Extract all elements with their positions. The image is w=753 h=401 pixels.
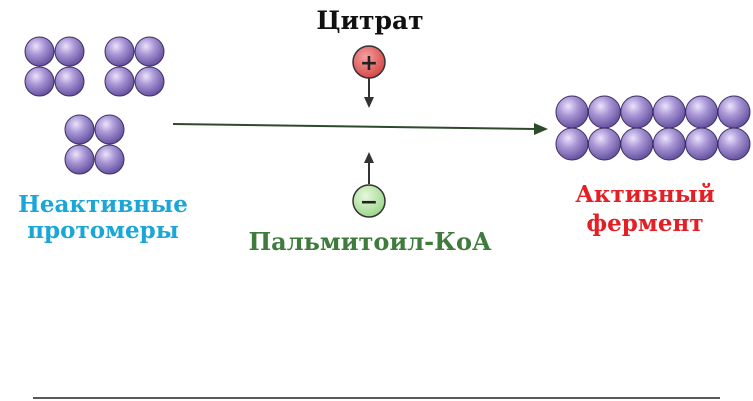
protomer-sphere — [620, 95, 654, 129]
protomer-sphere — [64, 114, 95, 145]
protomer-sphere — [717, 95, 751, 129]
protomer-sphere — [24, 66, 55, 97]
inhibitor-sign: − — [360, 190, 378, 215]
inhibitor-minus-icon: − — [352, 184, 386, 218]
activator-arrow — [364, 78, 374, 108]
protomer-sphere — [54, 66, 85, 97]
active-label-line-2: фермент — [586, 210, 704, 237]
protomer-sphere — [652, 127, 686, 161]
inactive-protomers-label: Неактивные протомеры — [8, 192, 198, 244]
protomer-sphere — [134, 66, 165, 97]
protomer-sphere — [94, 114, 125, 145]
active-enzyme-label: Активный фермент — [560, 180, 730, 238]
inactive-protomer-cluster-1 — [24, 36, 85, 97]
inhibitor-arrow — [364, 152, 374, 184]
reaction-arrow — [172, 123, 548, 135]
activator-sign: + — [360, 51, 378, 76]
inactive-protomer-cluster-3 — [64, 114, 125, 175]
inactive-label-line-1: Неактивные — [18, 191, 188, 218]
protomer-sphere — [54, 36, 85, 67]
active-enzyme-complex — [555, 95, 751, 161]
protomer-sphere — [555, 127, 589, 161]
protomer-sphere — [652, 95, 686, 129]
protomer-sphere — [94, 144, 125, 175]
protomer-sphere — [64, 144, 95, 175]
protomer-sphere — [620, 127, 654, 161]
protomer-sphere — [685, 95, 719, 129]
protomer-sphere — [24, 36, 55, 67]
protomer-sphere — [104, 36, 135, 67]
protomer-sphere — [134, 36, 165, 67]
protomer-sphere — [587, 95, 621, 129]
activator-label: Цитрат — [316, 6, 424, 35]
protomer-sphere — [717, 127, 751, 161]
active-label-line-1: Активный — [575, 181, 715, 208]
protomer-sphere — [104, 66, 135, 97]
inactive-protomer-cluster-2 — [104, 36, 165, 97]
activator-plus-icon: + — [352, 45, 386, 79]
inactive-label-line-2: протомеры — [27, 217, 179, 244]
protomer-sphere — [685, 127, 719, 161]
protomer-sphere — [587, 127, 621, 161]
inhibitor-label: Пальмитоил-КоА — [248, 227, 492, 256]
protomer-sphere — [555, 95, 589, 129]
